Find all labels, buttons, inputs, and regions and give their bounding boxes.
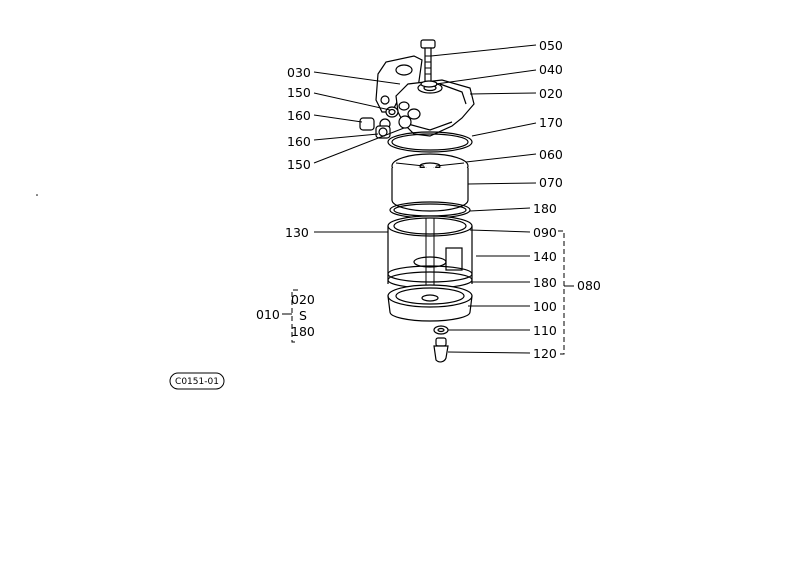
part-bowl-090 [387,215,473,296]
part-washer-110 [433,325,449,335]
part-bolt-050 [420,39,436,83]
stray-mark [36,194,38,196]
callout-150-upper: 150 [287,85,311,100]
callout-090: 090 [533,225,557,240]
callout-160-upper: 160 [287,108,311,123]
bracket-010 [282,289,298,343]
figure-code-text: C0151-01 [175,377,219,387]
callout-070: 070 [539,175,563,190]
callout-040: 040 [539,62,563,77]
assembly-group-010: 010 [256,307,280,322]
callout-120: 120 [533,346,557,361]
callout-030: 030 [287,65,311,80]
part-base-100 [387,284,473,322]
leader-lines [313,44,537,354]
part-plugs-150-160 [359,106,412,139]
callout-060: 060 [539,147,563,162]
part-drain-plug-120 [433,337,449,363]
callout-110: 110 [533,323,557,338]
bracket-080 [558,230,574,355]
callout-180-upper: 180 [533,201,557,216]
callout-170: 170 [539,115,563,130]
part-filter-body-070 [391,168,469,212]
part-washer-040 [420,80,438,88]
callout-160-lower: 160 [287,134,311,149]
callout-020: 020 [539,86,563,101]
callout-100: 100 [533,299,557,314]
callout-180-lower: 180 [533,275,557,290]
assembly-range-to: 180 [291,324,315,339]
figure-code-badge: C0151-01 [169,372,225,390]
callout-130: 130 [285,225,309,240]
callout-140: 140 [533,249,557,264]
callout-150-lower: 150 [287,157,311,172]
callout-050: 050 [539,38,563,53]
part-o-ring-170 [387,131,473,153]
assembly-range-tilde: S [299,308,307,323]
callout-080: 080 [577,278,601,293]
assembly-range-from: 020 [291,292,315,307]
